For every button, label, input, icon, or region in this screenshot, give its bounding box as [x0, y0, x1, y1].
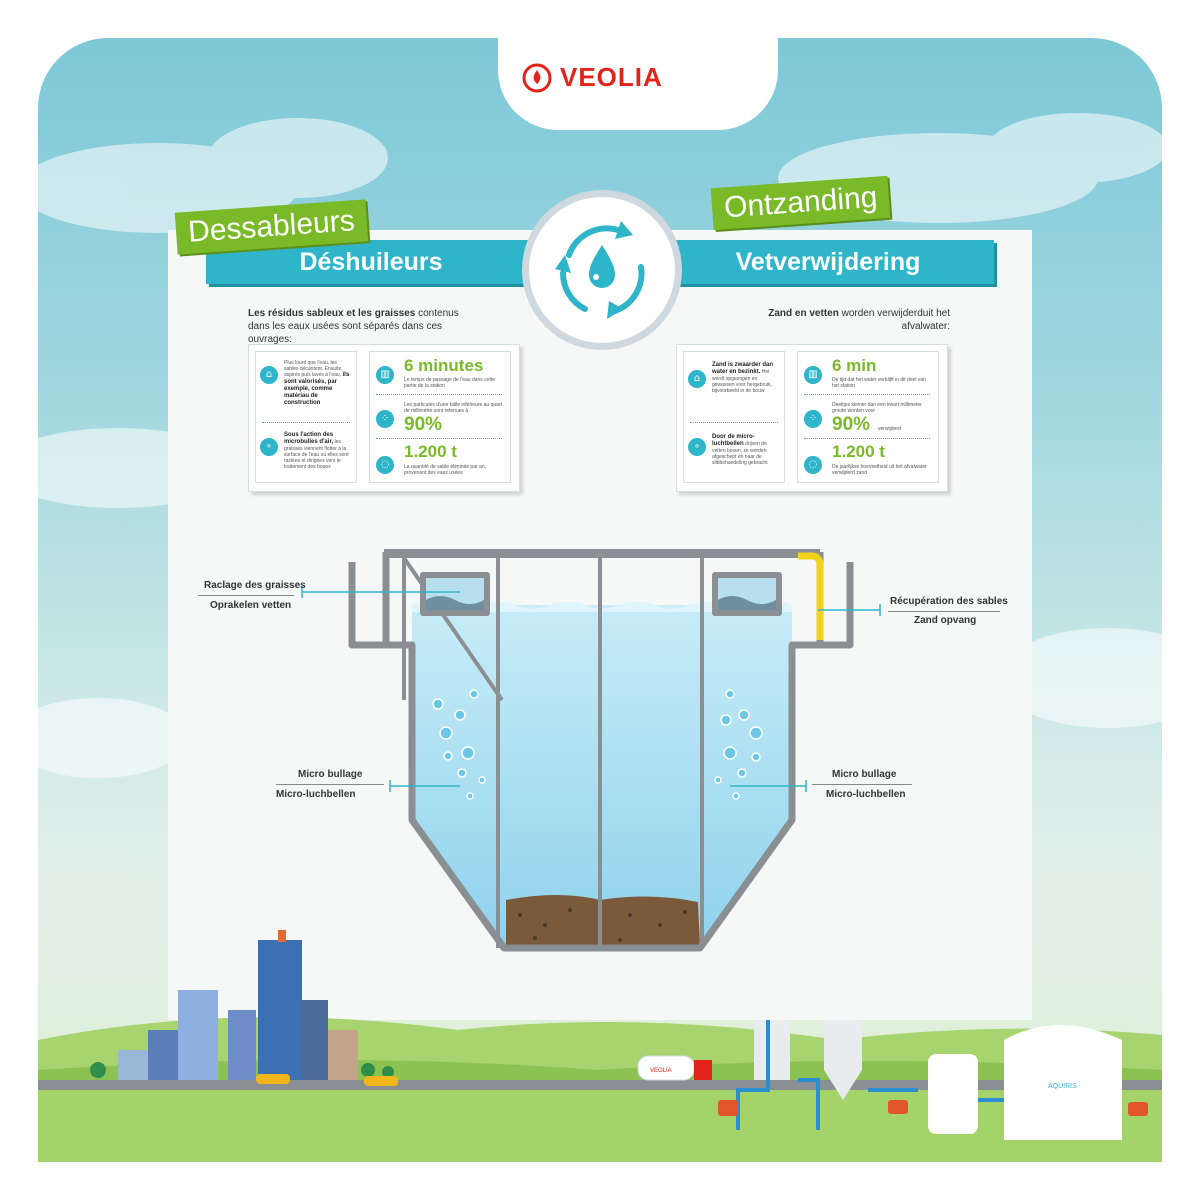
fr-banner-title: Déshuileurs — [299, 248, 443, 276]
label-micro-fr-right: Micro bullage — [832, 769, 897, 780]
nl-left-item-1: Zand is zwaarder dan water en bezinkt. H… — [712, 362, 774, 394]
nl-stat-percent-pre: Deeltjes kleiner dan een kwart millimete… — [832, 402, 922, 414]
brand-name: VEOLIA — [560, 62, 663, 92]
nl-intro: Zand en vetten worden verwijderduit het … — [760, 307, 950, 333]
house-icon: ⌂ — [688, 370, 706, 388]
factory-icon: ▥ — [804, 366, 822, 384]
fr-left-item-1: Plus lourd que l'eau, les sables décante… — [284, 360, 350, 406]
label-micro-right-divider — [812, 784, 912, 785]
label-recuperation: Récupération des sables — [890, 596, 1008, 607]
nl-right-divider-2 — [804, 438, 930, 439]
bubbles-icon: ∘ — [688, 438, 706, 456]
tank-brand-text: AQUIRIS — [1048, 1083, 1077, 1090]
nl-right-divider-1 — [804, 394, 930, 395]
nl-stat-weight-desc: De jaarlijkse hoeveelheid uit het afvalw… — [832, 464, 927, 476]
label-recuperation-divider — [888, 611, 1000, 612]
nl-right-box: ▥ 6 min De tijd dat het water verblijft … — [797, 351, 939, 483]
fr-stat-weight-desc: La quantité de sable éliminée par an, pr… — [404, 464, 487, 476]
fr-intro-text: contenus dans les eaux usées sont séparé… — [248, 308, 459, 345]
fr-left-box: ⌂ Plus lourd que l'eau, les sables décan… — [255, 351, 357, 483]
nl-stat-percent-desc: verwijderd — [878, 426, 901, 432]
fr-right-divider-2 — [376, 438, 502, 439]
logo-notch — [498, 38, 778, 130]
nl-left-divider — [690, 422, 778, 423]
sand-icon: ◌ — [804, 456, 822, 474]
fr-intro: Les résidus sableux et les graisses cont… — [248, 307, 463, 346]
sand-icon: ◌ — [376, 456, 394, 474]
fr-stat-percent-desc: Les particules d'une taille inférieure a… — [404, 402, 502, 414]
fr-right-divider-1 — [376, 394, 502, 395]
recycle-badge — [522, 190, 682, 350]
nl-stat-percent: 90% — [832, 414, 871, 435]
label-oprakelen: Oprakelen vetten — [210, 600, 292, 611]
label-raclage-divider — [198, 595, 294, 596]
nl-info-card: ⌂ Zand is zwaarder dan water en bezinkt.… — [676, 344, 948, 492]
fr-left-item-2: Sous l'action des microbulles d'air, les… — [284, 432, 349, 470]
veolia-drop-icon — [522, 63, 552, 92]
nl-left-box: ⌂ Zand is zwaarder dan water en bezinkt.… — [683, 351, 785, 483]
bubbles-icon: ∘ — [260, 438, 278, 456]
house-icon: ⌂ — [260, 366, 278, 384]
fr-intro-bold: Les résidus sableux et les graisses — [248, 308, 416, 319]
nl-stat-weight: 1.200 t — [832, 442, 885, 461]
truck-brand-text: VEOLIA — [650, 1068, 672, 1074]
fr-left-divider — [262, 422, 350, 423]
fr-right-box: ▥ 6 minutes Le temps de passage de l'eau… — [369, 351, 511, 483]
veolia-logo: VEOLIA — [522, 62, 663, 93]
nl-stat-time-desc: De tijd dat het water verblijft in dit d… — [832, 377, 926, 389]
fr-stat-weight: 1.200 t — [404, 442, 457, 461]
factory-icon: ▥ — [376, 366, 394, 384]
label-zand-opvang: Zand opvang — [914, 615, 977, 626]
label-micro-fr-left: Micro bullage — [298, 769, 363, 780]
nl-banner: Vetverwijdering — [662, 240, 994, 284]
particles-icon: ⁘ — [804, 410, 822, 428]
particles-icon: ⁘ — [376, 410, 394, 428]
fr-stat-percent: 90% — [404, 414, 443, 435]
fr-stat-time: 6 minutes — [404, 356, 484, 375]
nl-intro-bold: Zand en vetten — [768, 308, 839, 319]
label-raclage: Raclage des graisses — [204, 580, 306, 591]
nl-stat-time: 6 min — [832, 356, 877, 375]
label-micro-nl-right: Micro-luchbellen — [826, 789, 906, 800]
nl-banner-title: Vetverwijdering — [735, 248, 921, 276]
landscape-footer: VEOLIA AQUIRIS — [38, 930, 1162, 1162]
label-micro-nl-left: Micro-luchbellen — [276, 789, 356, 800]
nl-intro-text: worden verwijderduit het afvalwater: — [841, 308, 950, 332]
fr-info-card: ⌂ Plus lourd que l'eau, les sables décan… — [248, 344, 520, 492]
recycle-water-drop-icon — [555, 221, 645, 319]
nl-left-item-2: Door de micro-luchtbellen drijven de vet… — [712, 434, 768, 466]
fr-stat-time-desc: Le temps de passage de l'eau dans cette … — [404, 377, 496, 389]
label-micro-left-divider — [276, 784, 384, 785]
